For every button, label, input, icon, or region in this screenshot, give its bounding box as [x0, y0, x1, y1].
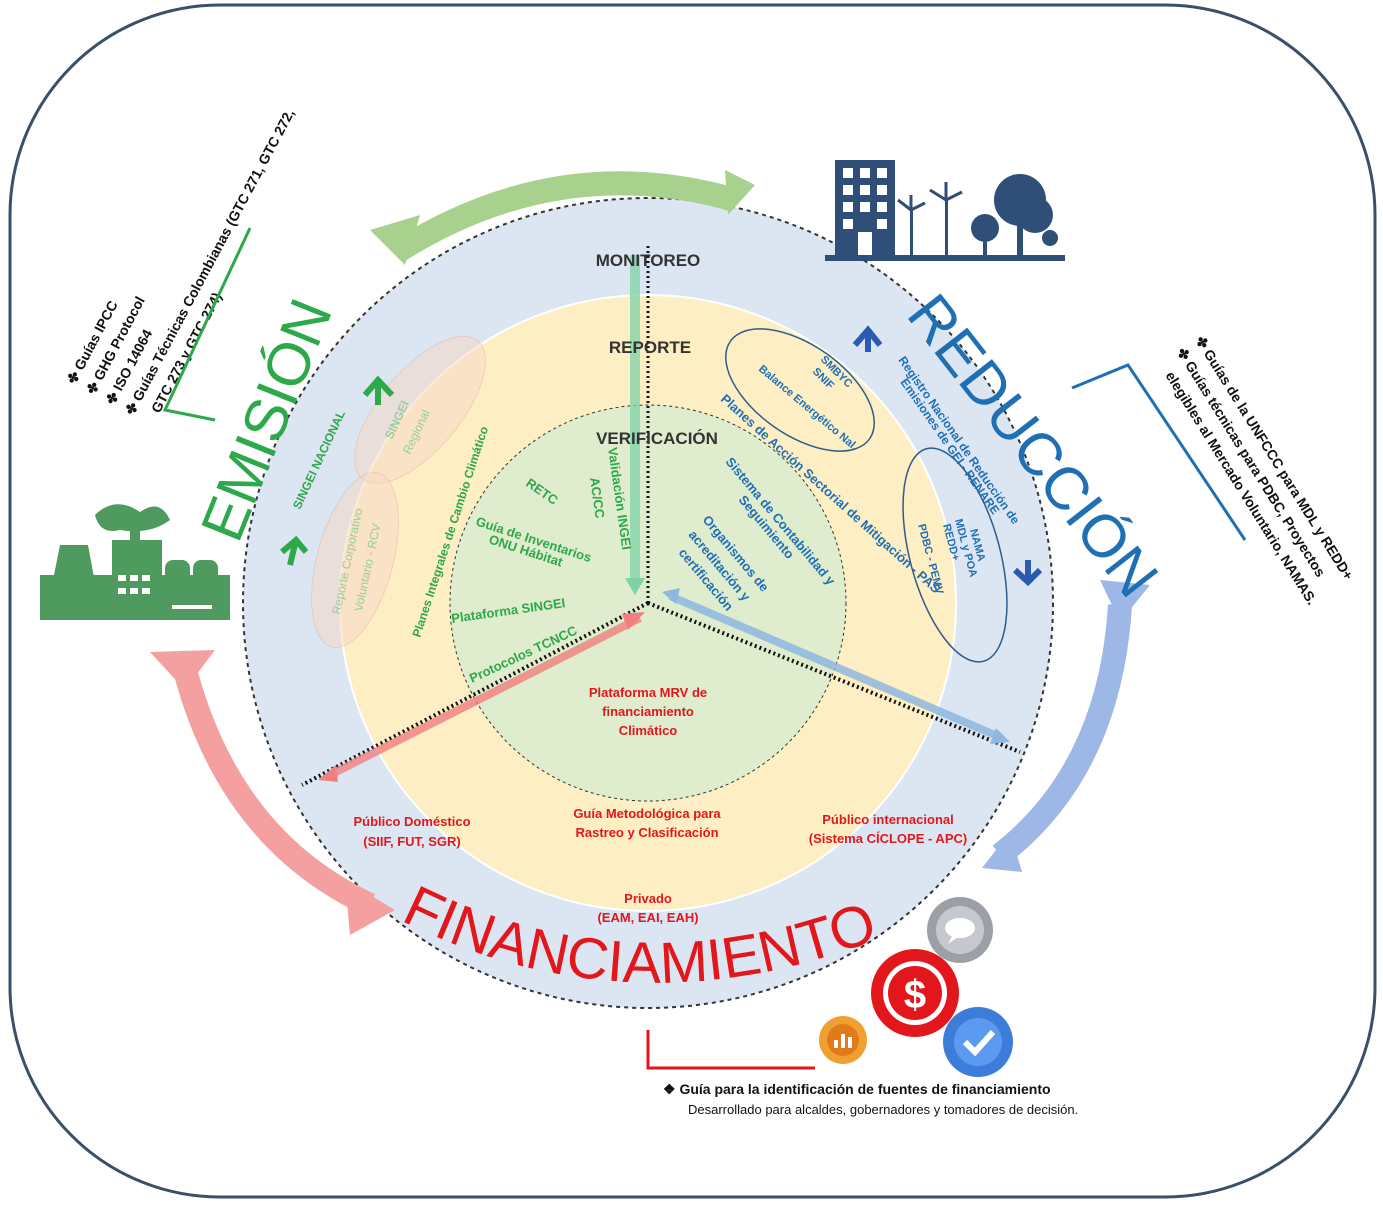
financ-guia-2: Rastreo y Clasificación [575, 825, 718, 840]
green-arrow-icon-2 [280, 535, 309, 566]
arc-top-green [393, 171, 739, 261]
arc-top-head-left [370, 215, 420, 265]
financ-priv-1: Privado [624, 891, 672, 906]
arrow-blue-tail [662, 588, 680, 604]
ellipse-rcv [311, 472, 399, 648]
reduccion-bracket [1071, 363, 1247, 541]
label-monitoreo: MONITOREO [596, 251, 701, 270]
financ-dom-2: (SIIF, FUT, SGR) [363, 834, 461, 849]
financ-ref-subtitle: Desarrollado para alcaldes, gobernadores… [688, 1102, 1078, 1117]
ellipse-nama [902, 447, 1008, 663]
arrow-blue-head [990, 728, 1010, 744]
city-wind-trees-icon [825, 160, 1065, 261]
arc-left-red [173, 666, 376, 916]
blue-arrow-icon-1 [852, 325, 883, 352]
svg-text:$: $ [904, 973, 926, 1017]
divider-right [647, 601, 1021, 754]
chat-gear-icon [927, 897, 993, 963]
financ-int-1: Público internacional [822, 812, 953, 827]
financ-plataforma-1: Plataforma MRV de [589, 685, 707, 700]
financ-priv-2: (EAM, EAI, EAH) [597, 910, 698, 925]
financ-dom-1: Público Doméstico [353, 814, 470, 829]
emision-validacion-2: AC/CC [587, 476, 608, 519]
arrow-red-diag [328, 614, 642, 779]
financ-int-2: (Sistema CÍCLOPE - APC) [809, 831, 967, 846]
financ-ref-title: ❖ Guía para la identificación de fuentes… [663, 1081, 1051, 1097]
chart-gear-icon [819, 1016, 867, 1064]
arc-top-head-right [725, 170, 755, 215]
arrow-red-tail [318, 765, 338, 782]
ellipse-smbyc [724, 328, 876, 452]
financ-plataforma-2: financiamiento [602, 704, 694, 719]
arc-right-head-up [1100, 580, 1150, 622]
blue-arrow-icon-2 [1012, 560, 1043, 587]
arc-left-head-up [150, 650, 215, 690]
factory-icon [40, 504, 230, 620]
check-gear-icon [943, 1007, 1013, 1077]
arc-right-head-down [982, 832, 1022, 872]
green-arrow-icon-1 [362, 375, 395, 405]
arrow-blue-diag [668, 592, 1004, 742]
financ-guia-1: Guía Metodológica para [573, 806, 721, 821]
dollar-gear-icon: $ [871, 949, 959, 1037]
emision-bracket [162, 227, 252, 422]
arc-right-blue [992, 604, 1132, 865]
financ-plataforma-3: Climático [619, 723, 678, 738]
label-verificacion: VERIFICACIÓN [596, 429, 718, 448]
arc-left-head-right [345, 880, 395, 935]
arrow-down-head [625, 578, 645, 595]
arrow-red-head [622, 612, 645, 630]
divider-left [301, 601, 649, 787]
financ-inner: Plataforma MRV de financiamiento Climáti… [353, 685, 967, 925]
label-reporte: REPORTE [609, 338, 691, 357]
financ-bracket [646, 1030, 815, 1070]
